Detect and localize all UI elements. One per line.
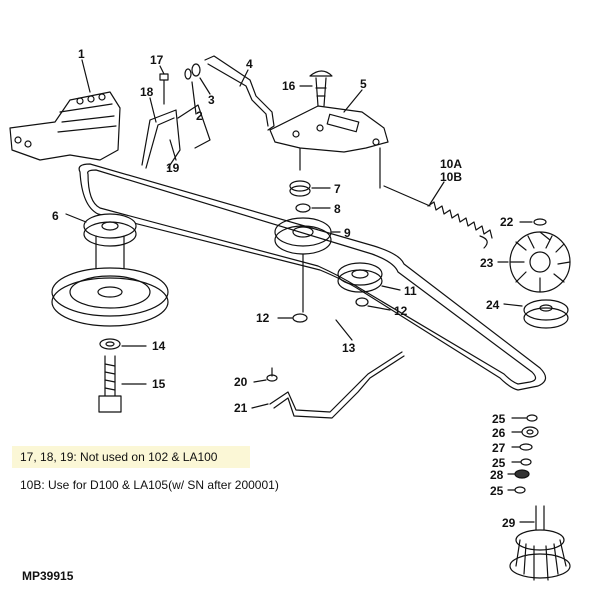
callout-8: 8 bbox=[334, 202, 341, 216]
part-13-belt bbox=[78, 163, 547, 391]
callout-22: 22 bbox=[500, 215, 514, 229]
figure-id: MP39915 bbox=[22, 569, 74, 583]
part-12-nut-b bbox=[355, 297, 369, 307]
part-3-clip bbox=[191, 63, 201, 77]
callout-19: 19 bbox=[166, 161, 180, 175]
part-23-fan bbox=[509, 231, 571, 293]
part-25-ring-c bbox=[514, 486, 526, 494]
callout-11: 11 bbox=[404, 284, 417, 298]
part-12-nut-a bbox=[292, 313, 308, 323]
part-9-idler-pulley bbox=[274, 217, 332, 313]
callout-25-b: 25 bbox=[492, 456, 506, 470]
callout-20: 20 bbox=[234, 375, 248, 389]
callout-6: 6 bbox=[52, 209, 59, 223]
callout-15: 15 bbox=[152, 377, 166, 391]
callout-7: 7 bbox=[334, 182, 341, 196]
callout-21: 21 bbox=[234, 401, 248, 415]
callout-25-c: 25 bbox=[490, 484, 504, 498]
callout-12-right: 12 bbox=[394, 304, 408, 318]
callout-13: 13 bbox=[342, 341, 356, 355]
callout-16: 16 bbox=[282, 79, 296, 93]
callout-23: 23 bbox=[480, 256, 494, 270]
callout-14: 14 bbox=[152, 339, 166, 353]
callout-2: 2 bbox=[196, 109, 203, 123]
part-1-bracket bbox=[9, 91, 121, 161]
part-6-large-pulley bbox=[51, 267, 169, 327]
part-18-spring-bracket bbox=[141, 104, 211, 169]
callout-12-left: 12 bbox=[256, 311, 270, 325]
part-27-ring bbox=[519, 443, 533, 451]
callout-1: 1 bbox=[78, 47, 85, 61]
note-not-used: 17, 18, 19: Not used on 102 & LA100 bbox=[12, 446, 250, 468]
part-29-spindle bbox=[509, 505, 571, 581]
callout-27: 27 bbox=[492, 441, 506, 455]
callout-labels: 1 2 3 4 5 6 7 8 9 10A 10B 11 12 12 13 14… bbox=[52, 47, 516, 530]
part-17-bolt bbox=[159, 73, 169, 105]
part-2-pin bbox=[184, 68, 192, 80]
part-11-idler-pulley bbox=[337, 262, 383, 293]
part-20-bolt bbox=[266, 367, 278, 382]
part-25-ring-a bbox=[526, 414, 538, 422]
callout-9: 9 bbox=[344, 226, 351, 240]
part-25-ring-b bbox=[520, 458, 532, 466]
callout-4: 4 bbox=[246, 57, 253, 71]
callout-18: 18 bbox=[140, 85, 154, 99]
part-21-rod bbox=[269, 351, 405, 419]
callout-10b: 10B bbox=[440, 170, 462, 184]
part-8-nut bbox=[295, 203, 311, 213]
part-24-pulley bbox=[523, 299, 569, 329]
callout-28: 28 bbox=[490, 468, 504, 482]
callout-26: 26 bbox=[492, 426, 506, 440]
part-4-rod bbox=[204, 55, 275, 131]
note-10b-usage: 10B: Use for D100 & LA105(w/ SN after 20… bbox=[20, 478, 279, 492]
part-15-bolt bbox=[98, 355, 122, 413]
part-22-ring bbox=[533, 218, 547, 226]
part-5-bracket-plate bbox=[269, 105, 389, 189]
part-10-spring bbox=[383, 185, 493, 249]
callout-3: 3 bbox=[208, 93, 215, 107]
callout-5: 5 bbox=[360, 77, 367, 91]
part-14-washer bbox=[99, 338, 121, 350]
part-26-bearing bbox=[521, 426, 539, 438]
callout-25-a: 25 bbox=[492, 412, 506, 426]
callout-29: 29 bbox=[502, 516, 516, 530]
part-28-bearing bbox=[514, 469, 530, 479]
callout-17: 17 bbox=[150, 53, 164, 67]
callout-24: 24 bbox=[486, 298, 500, 312]
callout-10a: 10A bbox=[440, 157, 462, 171]
part-16-carriage-bolt bbox=[309, 70, 333, 107]
part-7-spacer bbox=[289, 180, 311, 197]
